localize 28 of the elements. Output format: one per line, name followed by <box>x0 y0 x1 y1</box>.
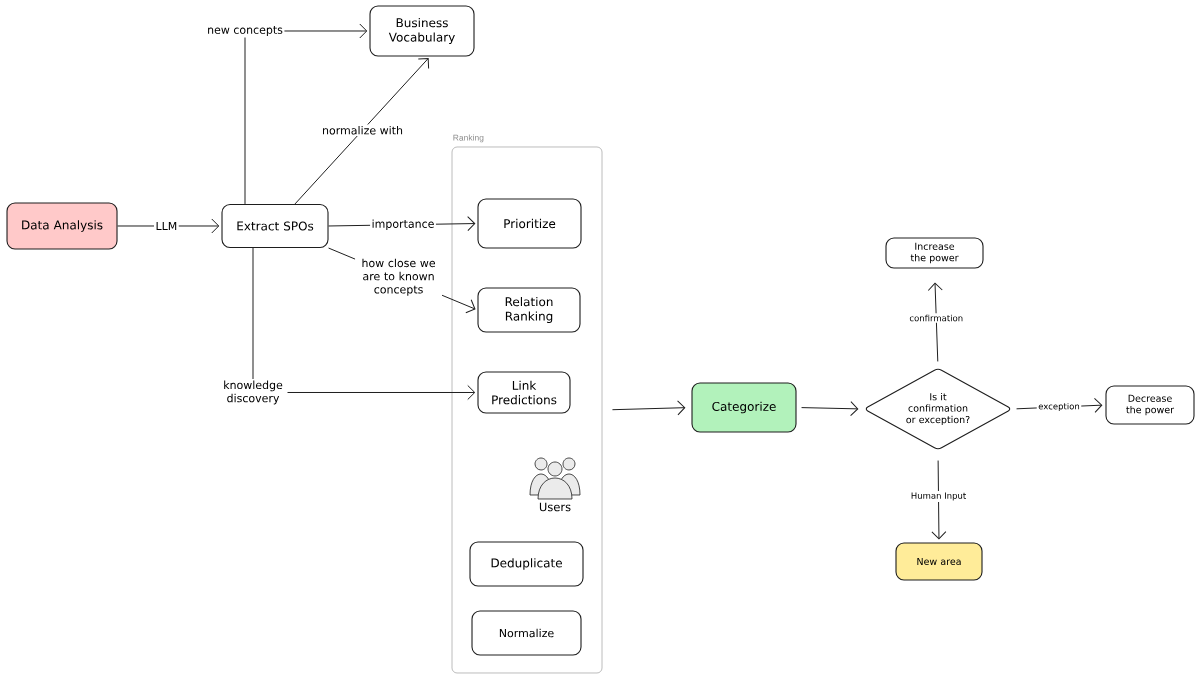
process-box: Categorize <box>691 382 797 433</box>
edge-label: new concepts <box>205 24 285 38</box>
process-box: Link Predictions <box>477 371 571 414</box>
edge-label: Human Input <box>909 491 968 502</box>
edge-label: LLM <box>154 220 179 232</box>
edge-label: importance <box>370 217 436 232</box>
icon-caption: Users <box>539 502 571 512</box>
process-box: New area <box>895 542 983 581</box>
process-box: Business Vocabulary <box>369 5 475 57</box>
edge-label: how close we are to known concepts <box>355 257 443 298</box>
process-box: Data Analysis <box>6 202 118 250</box>
edge-label: exception <box>1036 401 1082 413</box>
process-box: Extract SPOs <box>221 203 329 249</box>
edge-label: confirmation <box>907 313 965 323</box>
process-box: Decrease the power <box>1105 385 1195 425</box>
arrow <box>927 282 943 362</box>
arrow <box>611 400 686 416</box>
edge-label: knowledge discovery <box>218 379 288 406</box>
process-box: Normalize <box>471 610 582 656</box>
process-box: Increase the power <box>885 237 984 269</box>
process-box: Relation Ranking <box>477 287 581 333</box>
arrow <box>931 460 947 540</box>
group-heading: Ranking <box>453 134 484 143</box>
edge-label: normalize with <box>320 124 405 136</box>
arrow <box>801 401 859 417</box>
process-box: Deduplicate <box>469 541 584 587</box>
arrow <box>294 58 430 205</box>
process-box: Prioritize <box>477 198 582 249</box>
